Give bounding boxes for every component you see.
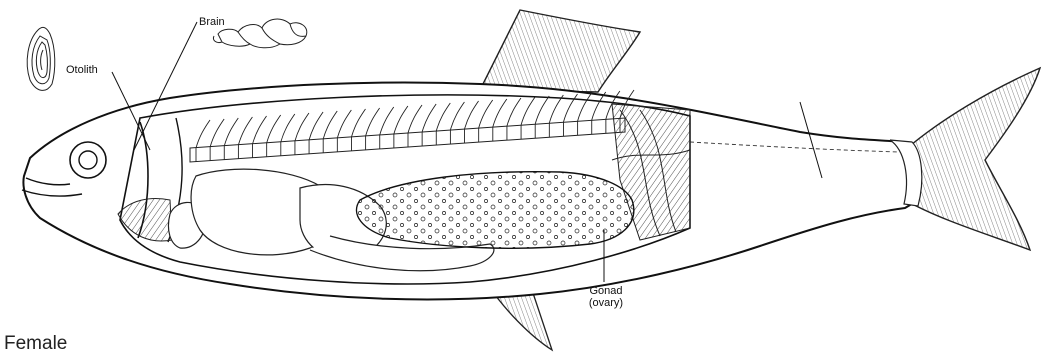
gonad-label-line2: (ovary) [586,297,626,309]
brain-label: Brain [199,16,225,28]
otolith-label: Otolith [66,64,98,76]
sex-caption: Female [4,333,67,355]
brain-drawing [213,19,306,48]
gonad-label-line1: Gonad [586,285,626,297]
eye [70,142,106,178]
caudal-fin [905,68,1040,250]
gonad-label: Gonad (ovary) [586,285,626,309]
otolith-drawing [27,27,55,90]
dorsal-fin [480,10,640,92]
